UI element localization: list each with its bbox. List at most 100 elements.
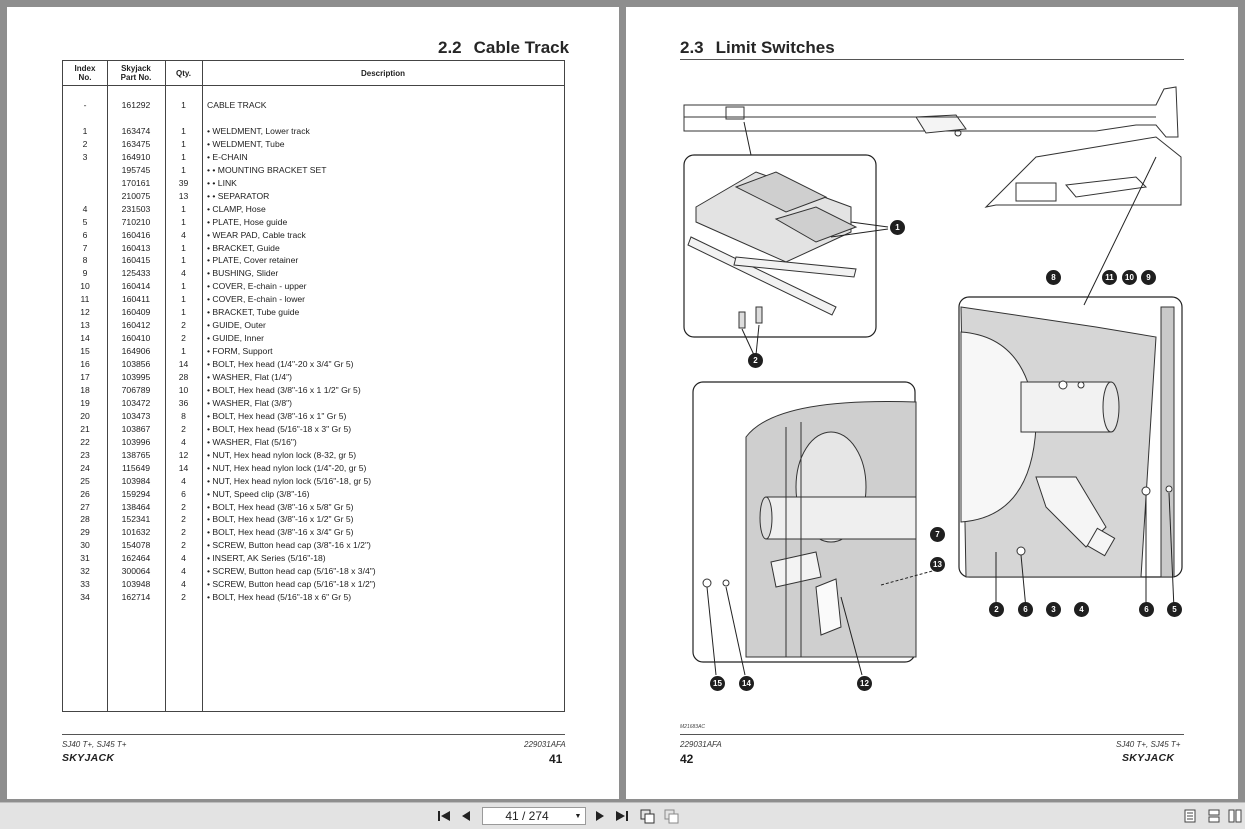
part-number-cell: 159294 [121,488,151,499]
index-cell: 22 [80,436,90,447]
part-number-cell: 160414 [121,281,151,292]
part-number-cell: 103856 [121,359,151,370]
continuous-view-icon[interactable] [1207,808,1221,824]
quantity-cell: 4 [181,229,186,240]
part-number-cell: 115649 [121,462,151,473]
description-cell: • GUIDE, Outer [207,320,266,331]
page-layout-icon[interactable] [662,808,680,824]
index-cell: 11 [80,294,90,305]
index-cell: 10 [80,281,90,292]
section-number: 2.3 [680,38,704,57]
quantity-cell: 1 [181,242,186,253]
index-cell: - [83,100,87,110]
index-cell: 6 [82,229,88,240]
part-number-cell: 162714 [121,592,151,603]
description-cell: • E-CHAIN [207,151,248,162]
index-cell: 13 [80,320,90,331]
description-cell: • BOLT, Hex head (3/8"-16 x 1" Gr 5) [207,410,347,421]
part-number-cell: 164906 [121,346,151,357]
skyjack-logo: SKYJACK [1122,752,1175,764]
description-cell: • NUT, Hex head nylon lock (5/16"-18, gr… [207,475,372,486]
first-page-icon[interactable] [436,808,452,824]
part-number-cell: 160415 [121,255,151,266]
callout-13: 13 [930,557,945,572]
part-number-cell: 138464 [121,501,151,512]
quantity-cell: 28 [178,372,189,382]
description-cell: • BOLT, Hex head (5/16"-18 x 6" Gr 5) [207,592,352,603]
next-page-icon[interactable] [594,808,606,824]
rotate-view-icon[interactable] [638,808,656,824]
part-number-cell: 170161 [121,177,151,188]
index-cell: 15 [80,346,90,357]
description-cell: • BOLT, Hex head (3/8"-16 x 3/4" Gr 5) [207,527,354,538]
description-cell: • BOLT, Hex head (3/8"-16 x 1/2" Gr 5) [207,514,354,525]
index-cell: 28 [80,514,90,525]
description-cell: • SCREW, Button head cap (5/16"-18 x 1/2… [207,579,376,590]
index-cell: 25 [80,475,90,486]
description-cell: • • MOUNTING BRACKET SET [207,164,327,175]
description-cell: CABLE TRACK [207,100,267,110]
callout-8: 8 [1046,270,1061,285]
callout-5: 5 [1167,602,1182,617]
header-qty: Qty. [176,68,191,78]
description-cell: • NUT, Hex head nylon lock (1/4"-20, gr … [207,462,367,473]
part-number-cell: 154078 [121,540,151,551]
description-cell: • BOLT, Hex head (3/8"-16 x 5/8" Gr 5) [207,501,354,512]
quantity-cell: 2 [181,501,186,512]
quantity-cell: 2 [181,527,186,538]
section-title-text: Limit Switches [715,38,835,57]
callout-1: 1 [890,220,905,235]
callout-12: 12 [857,676,872,691]
header-description: Description [360,68,405,78]
quantity-cell: 4 [181,579,186,590]
quantity-cell: 12 [178,449,189,460]
prev-page-icon[interactable] [460,808,472,824]
quantity-cell: 2 [181,540,186,551]
quantity-cell: 1 [181,281,186,292]
callout-6b: 6 [1139,602,1154,617]
index-cell: 29 [80,527,90,538]
description-cell: • GUIDE, Inner [207,333,264,344]
quantity-cell: 1 [181,151,186,162]
section-title-text: Cable Track [473,38,570,57]
last-page-icon[interactable] [614,808,630,824]
part-number-cell: 163474 [121,125,151,136]
section-title: 2.3 Limit Switches [680,38,835,58]
quantity-cell: 14 [178,359,189,370]
quantity-cell: 4 [181,268,186,279]
part-number-cell: 152341 [121,514,151,525]
part-number-cell: 162464 [121,553,151,564]
index-cell: 14 [80,333,90,344]
description-cell: • PLATE, Cover retainer [207,255,299,266]
quantity-cell: 14 [178,462,189,473]
index-cell: 32 [80,566,90,577]
quantity-cell: 1 [181,216,186,227]
description-cell: • WELDMENT, Lower track [207,125,310,136]
part-number-cell: 195745 [121,164,151,175]
quantity-cell: 6 [181,488,186,499]
footer-model: SJ40 T+, SJ45 T+ [1116,740,1181,749]
index-cell: 23 [80,449,90,460]
single-page-view-icon[interactable] [1183,808,1197,824]
callout-2b: 2 [989,602,1004,617]
part-number-cell: 103996 [121,436,151,447]
page-selector[interactable]: 41 / 274 ▼ [482,807,586,825]
quantity-cell: 4 [181,553,186,564]
two-page-view-icon[interactable] [1227,808,1243,824]
quantity-cell: 1 [181,294,186,305]
